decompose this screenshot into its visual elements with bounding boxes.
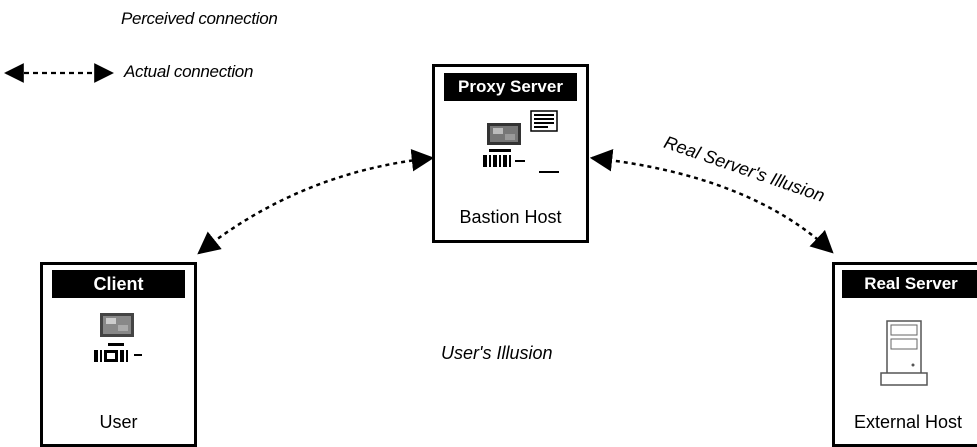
proxy-server-header: Proxy Server bbox=[444, 73, 577, 101]
proxy-server-box: Proxy Server Bastion Host bbox=[432, 64, 589, 243]
proxy-server-footer: Bastion Host bbox=[459, 207, 562, 227]
proxy-real-connection bbox=[589, 148, 834, 254]
legend-perceived-label: Perceived connection bbox=[121, 9, 278, 28]
client-box: Client User bbox=[40, 262, 197, 447]
computer-icon bbox=[483, 110, 559, 173]
user-illusion-label: User's Illusion bbox=[441, 343, 553, 363]
client-proxy-connection bbox=[197, 148, 435, 255]
server-tower-icon bbox=[880, 320, 928, 386]
connection-arrows bbox=[4, 63, 834, 255]
computer-icon bbox=[94, 313, 142, 362]
real-server-header: Real Server bbox=[842, 270, 977, 298]
real-server-box: Real Server External Host bbox=[832, 262, 977, 447]
real-server-footer: External Host bbox=[853, 412, 963, 432]
client-footer: User bbox=[99, 412, 138, 432]
legend-actual-label: Actual connection bbox=[124, 62, 254, 81]
client-header: Client bbox=[52, 270, 185, 298]
